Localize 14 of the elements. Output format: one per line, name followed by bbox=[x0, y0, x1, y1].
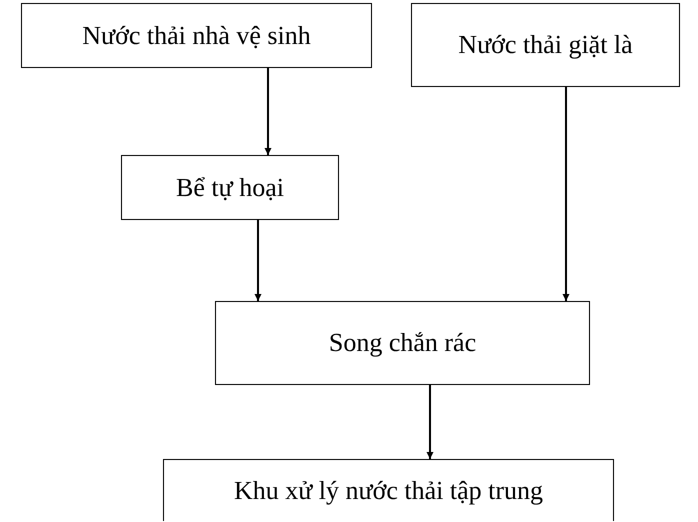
box-label: Nước thải giặt là bbox=[458, 30, 633, 60]
arrow bbox=[264, 68, 272, 155]
box-label: Nước thải nhà vệ sinh bbox=[82, 20, 311, 50]
process-box bbox=[411, 3, 680, 87]
arrow bbox=[426, 385, 434, 459]
box-label: Bể tự hoại bbox=[176, 172, 284, 202]
process-box bbox=[163, 459, 614, 521]
process-box bbox=[121, 155, 339, 220]
arrow bbox=[254, 220, 262, 301]
arrow bbox=[562, 87, 570, 301]
box-label: Song chắn rác bbox=[328, 328, 476, 358]
process-box bbox=[21, 3, 372, 68]
box-label: Khu xử lý nước thải tập trung bbox=[234, 476, 544, 506]
process-box bbox=[215, 301, 590, 385]
